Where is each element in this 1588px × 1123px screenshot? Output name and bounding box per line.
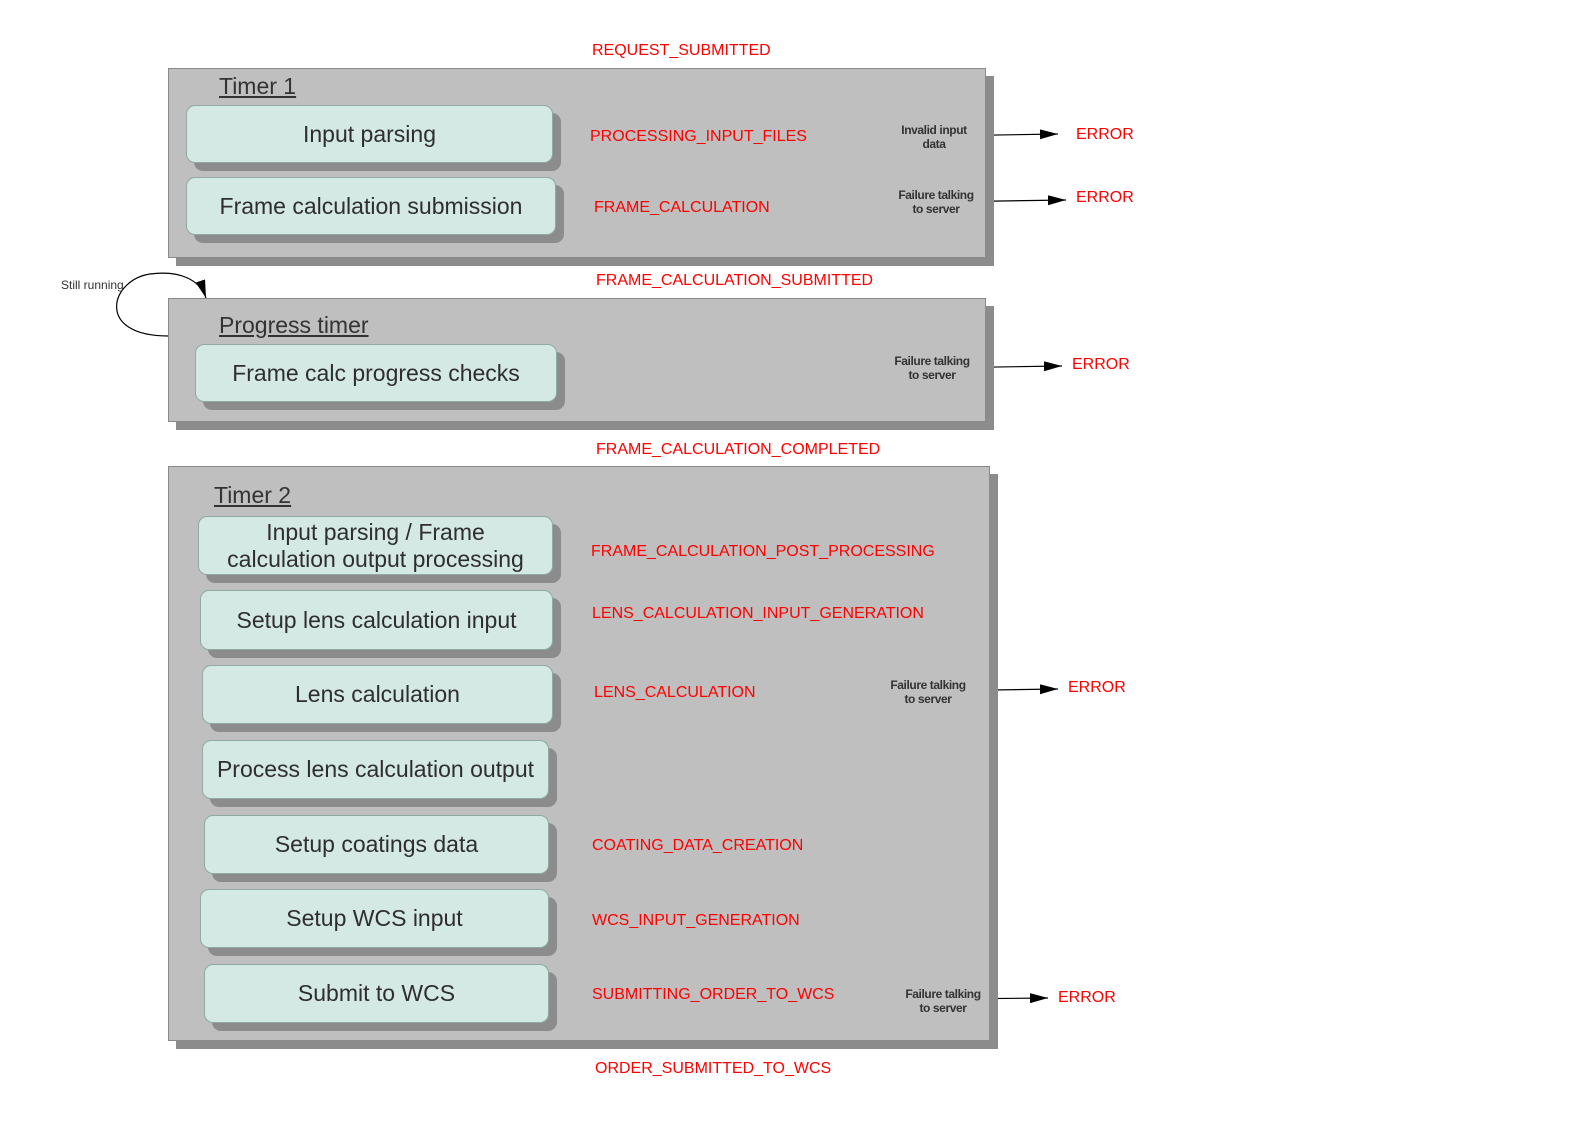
failure-talking-label-1: Failure talking to server: [898, 188, 974, 217]
state-frame-calculation-submitted: FRAME_CALCULATION_SUBMITTED: [596, 272, 874, 289]
progress-timer-title: Progress timer: [219, 312, 369, 338]
still-running-label: Still running: [61, 278, 124, 292]
timer1-title: Timer 1: [219, 73, 297, 99]
error-label-5: ERROR: [1058, 989, 1116, 1006]
state-order-submitted-to-wcs: ORDER_SUBMITTED_TO_WCS: [595, 1060, 832, 1077]
step-input-parsing: Input parsing: [186, 105, 553, 163]
step-setup-coatings-data: Setup coatings data: [204, 815, 549, 874]
failure-talking-label-2: Failure talking to server: [894, 354, 970, 383]
step-process-lens-calculation-output: Process lens calculation output: [202, 740, 549, 799]
error-label-2: ERROR: [1076, 189, 1134, 206]
error-label-3: ERROR: [1072, 356, 1130, 373]
step-lens-calculation: Lens calculation: [202, 665, 553, 724]
state-lens-calculation: LENS_CALCULATION: [594, 684, 756, 701]
invalid-input-label: Invalid input data: [901, 123, 967, 152]
step-setup-lens-calculation-input: Setup lens calculation input: [200, 590, 553, 650]
state-submitting-order-to-wcs: SUBMITTING_ORDER_TO_WCS: [592, 986, 835, 1003]
state-processing-input-files: PROCESSING_INPUT_FILES: [590, 128, 807, 145]
state-frame-calculation-post-processing: FRAME_CALCULATION_POST_PROCESSING: [591, 543, 935, 560]
step-submit-to-wcs: Submit to WCS: [204, 964, 549, 1023]
state-wcs-input-generation: WCS_INPUT_GENERATION: [592, 912, 800, 929]
failure-talking-label-3: Failure talking to server: [890, 678, 966, 707]
step-frame-calculation-submission: Frame calculation submission: [186, 177, 556, 235]
error-label-4: ERROR: [1068, 679, 1126, 696]
error-label-1: ERROR: [1076, 126, 1134, 143]
state-frame-calculation: FRAME_CALCULATION: [594, 199, 770, 216]
state-request-submitted: REQUEST_SUBMITTED: [592, 42, 771, 59]
state-coating-data-creation: COATING_DATA_CREATION: [592, 837, 804, 854]
timer2-title: Timer 2: [214, 482, 292, 508]
failure-talking-label-4: Failure talking to server: [905, 987, 981, 1016]
step-setup-wcs-input: Setup WCS input: [200, 889, 549, 948]
still-running-loop-arrow: [116, 272, 207, 337]
step-input-parsing-frame-output: Input parsing / Frame calculation output…: [198, 516, 553, 575]
state-frame-calculation-completed: FRAME_CALCULATION_COMPLETED: [596, 441, 881, 458]
step-frame-calc-progress-checks: Frame calc progress checks: [195, 344, 557, 402]
state-lens-calculation-input-generation: LENS_CALCULATION_INPUT_GENERATION: [592, 605, 924, 622]
